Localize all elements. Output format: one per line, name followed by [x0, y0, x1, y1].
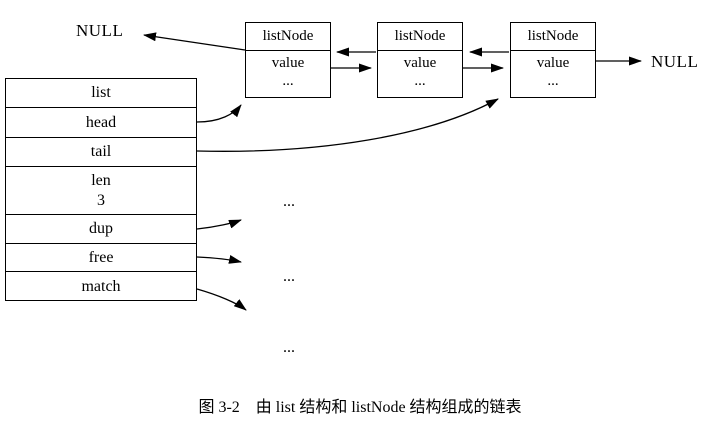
- listnode-1-body: value ...: [246, 51, 330, 97]
- arrow-match-to-function: [196, 288, 247, 311]
- listnode-3-body: value ...: [511, 51, 595, 97]
- struct-row-tail: tail: [6, 137, 196, 166]
- struct-row-dup: dup: [6, 214, 196, 243]
- struct-row-match: match: [6, 271, 196, 301]
- struct-field-dup: dup: [89, 220, 113, 237]
- listnode-3-title: listNode: [511, 23, 595, 51]
- struct-row-len: len 3: [6, 166, 196, 214]
- arrow-node1-prev-to-null: [143, 32, 246, 51]
- free-function-ellipsis: ...: [283, 268, 295, 285]
- listnode-1-title: listNode: [246, 23, 330, 51]
- null-label-left: NULL: [76, 21, 124, 40]
- listnode-3-value: value: [536, 55, 570, 71]
- listnode-3-ellipsis: ...: [547, 73, 559, 89]
- listnode-1-value: value: [271, 55, 305, 71]
- list-struct-box: list head tail len 3 dup free match: [5, 78, 197, 301]
- struct-field-head: head: [85, 113, 117, 131]
- listnode-2-body: value ...: [378, 51, 462, 97]
- dup-function-ellipsis: ...: [283, 193, 295, 210]
- listnode-box-3: listNode value ...: [510, 22, 596, 98]
- struct-row-head: head: [6, 107, 196, 137]
- struct-field-free: free: [88, 248, 114, 266]
- arrow-dup-to-function: [196, 219, 242, 230]
- listnode-2-title: listNode: [378, 23, 462, 51]
- arrow-free-to-function: [196, 255, 242, 264]
- arrow-head-to-node1: [196, 104, 242, 123]
- struct-field-len: len: [91, 171, 111, 189]
- figure-caption: 图 3-2 由 list 结构和 listNode 结构组成的链表: [198, 399, 522, 416]
- listnode-2-value: value: [403, 55, 437, 71]
- struct-field-tail: tail: [90, 143, 112, 160]
- listnode-2-ellipsis: ...: [414, 73, 426, 89]
- struct-row-free: free: [6, 243, 196, 271]
- listnode-box-1: listNode value ...: [245, 22, 331, 98]
- struct-field-list: list: [91, 84, 111, 101]
- struct-field-match: match: [81, 277, 121, 295]
- listnode-box-2: listNode value ...: [377, 22, 463, 98]
- match-function-ellipsis: ...: [283, 339, 295, 356]
- struct-field-len-value: 3: [97, 191, 105, 209]
- arrow-tail-to-node3: [196, 98, 499, 152]
- null-label-right: NULL: [651, 52, 699, 71]
- listnode-1-ellipsis: ...: [282, 73, 294, 89]
- struct-row-list: list: [6, 79, 196, 107]
